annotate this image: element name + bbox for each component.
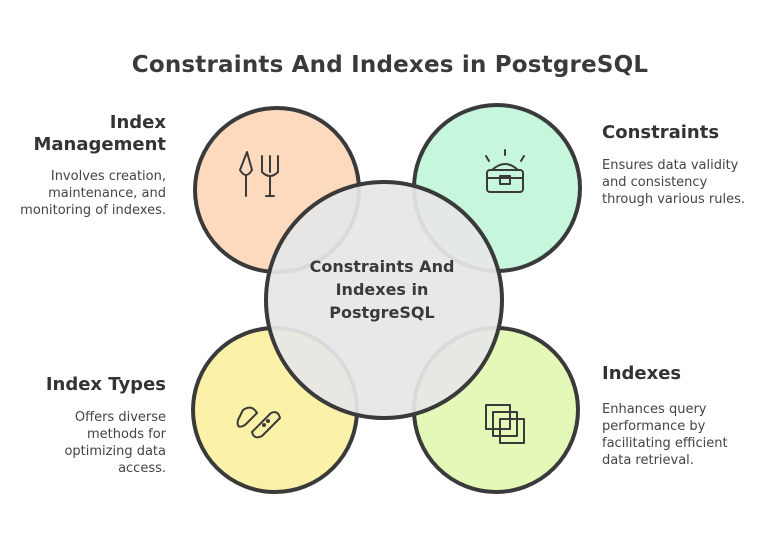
indexes-title: Indexes [602, 363, 682, 384]
index-types-description: Offers diverse methods for optimizing da… [64, 410, 166, 476]
layered-squares-icon [485, 404, 525, 444]
indexes-description: Enhances query performance by facilitati… [602, 402, 728, 468]
constraints-description: Ensures data validity and consistency th… [602, 158, 746, 207]
center-label: Constraints And Indexes in PostgreSQL [309, 257, 455, 322]
index-management-description: Involves creation, maintenance, and moni… [20, 169, 166, 218]
center-circle [264, 180, 504, 420]
wrench-bandage-icon [236, 406, 281, 439]
treasure-chest-icon [485, 149, 525, 193]
index-management-title: Index Management [33, 112, 167, 155]
constraints-title: Constraints [602, 122, 720, 143]
page-title: Constraints And Indexes in PostgreSQL [131, 52, 649, 78]
garden-tools-icon [239, 151, 279, 197]
index-types-title: Index Types [45, 374, 166, 395]
